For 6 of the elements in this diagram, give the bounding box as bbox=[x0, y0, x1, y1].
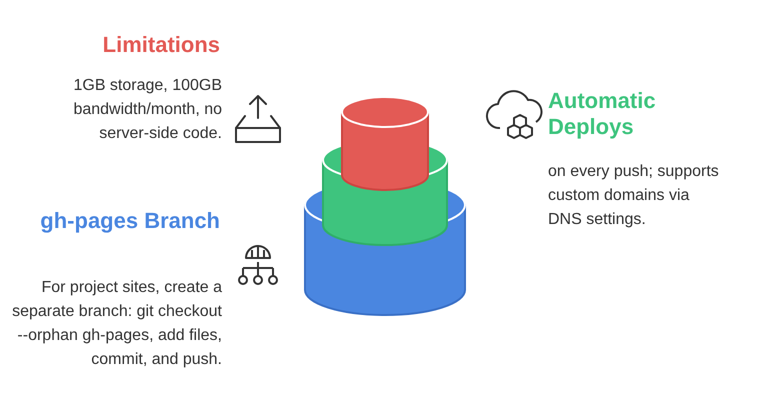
heading: Automatic Deploys bbox=[548, 88, 657, 140]
description: 1GB storage, 100GB bandwidth/month, no server-side code. bbox=[72, 76, 222, 144]
description: on every push; supports custom domains via DNS settings. bbox=[548, 162, 720, 230]
description: For project sites, create a separate branch: git checkout --orphan gh-pages, add files, commit, and push. bbox=[12, 278, 222, 370]
heading: gh-pages Branch bbox=[39, 208, 220, 234]
heading: Limitations bbox=[102, 32, 220, 58]
